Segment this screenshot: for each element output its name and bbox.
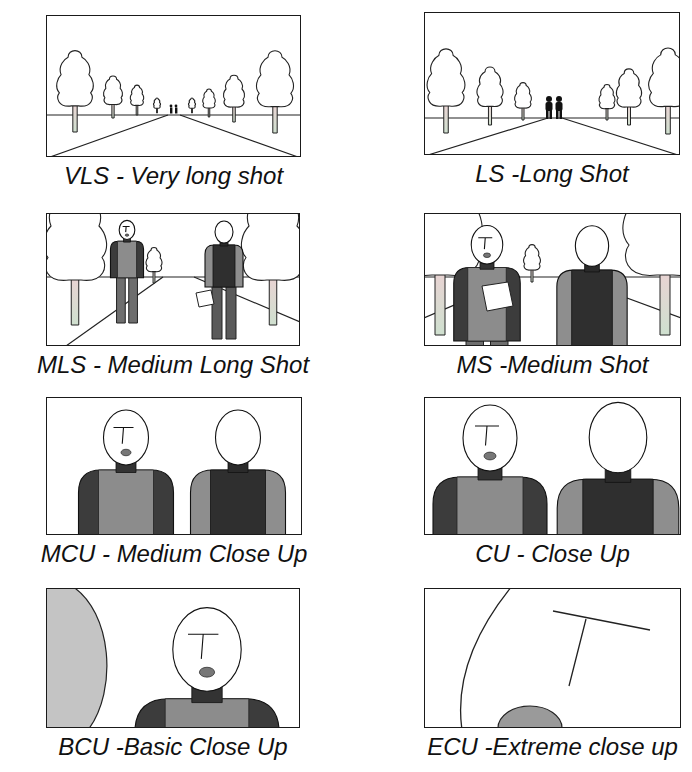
shot-caption: BCU -Basic Close Up [0, 733, 369, 761]
shot-frame: ECU -Extreme close up [424, 588, 681, 728]
shot-caption: MS -Medium Shot [355, 351, 692, 379]
shot-caption: VLS - Very long shot [0, 162, 370, 190]
shot-drawing-part [57, 51, 94, 132]
shot-caption: CU - Close Up [355, 540, 692, 568]
shot-drawing-part [623, 213, 681, 335]
shot-drawing-part [110, 220, 143, 323]
shot-frame: MLS - Medium Long Shot [46, 213, 300, 346]
medium-shot-scene [424, 213, 681, 346]
shot-drawing-part [546, 110, 549, 119]
shot-drawing-part [104, 76, 123, 118]
shot-drawing-part [498, 706, 562, 728]
shot-drawing-part [616, 69, 641, 125]
shot-drawing-part [189, 98, 196, 113]
shot-drawing-part [241, 213, 300, 325]
shot-drawing-part [46, 114, 301, 115]
shot-drawing-part [550, 110, 553, 119]
shot-drawing-part [546, 96, 552, 102]
shot-drawing-part [175, 105, 178, 108]
shot-drawing-part [196, 290, 214, 307]
shot-drawing-part [170, 108, 172, 114]
shot-drawing-part [130, 85, 143, 115]
very-long-shot-scene [46, 51, 301, 157]
shot-caption: LS -Long Shot [355, 160, 692, 188]
shot-drawing-part [454, 226, 521, 347]
shot-drawing-part [256, 51, 293, 133]
shot-drawing-part [203, 89, 216, 117]
shot-drawing-part [546, 96, 563, 119]
shot-drawing-part [649, 48, 680, 134]
shot-drawing-part [556, 96, 562, 102]
shot-caption: MLS - Medium Long Shot [0, 351, 369, 379]
shot-drawing-part [461, 588, 512, 728]
shot-drawing-part [175, 108, 177, 114]
shot-frame: LS -Long Shot [424, 12, 680, 155]
shot-frame: VLS - Very long shot [46, 15, 301, 157]
shot-frame: MS -Medium Shot [424, 213, 681, 346]
shot-drawing-part [599, 84, 615, 120]
shot-drawing-part [482, 282, 513, 311]
close-up-scene [433, 402, 679, 535]
shot-drawing-part [146, 247, 162, 283]
shot-frame: BCU -Basic Close Up [46, 588, 300, 728]
shot-frame: MCU - Medium Close Up [46, 397, 302, 535]
shot-caption: MCU - Medium Close Up [0, 540, 371, 568]
medium-long-shot-scene [46, 213, 300, 346]
shot-caption: ECU -Extreme close up [355, 733, 692, 761]
shot-drawing-part [556, 102, 563, 111]
medium-close-up-scene [79, 410, 286, 535]
extreme-close-up-scene [461, 588, 650, 728]
shot-drawing-part [562, 118, 678, 155]
shot-drawing-part [546, 102, 553, 111]
shot-drawing-part [154, 98, 161, 113]
shot-drawing-part [557, 402, 679, 535]
basic-close-up-scene [46, 588, 279, 728]
shot-drawing-part [524, 245, 541, 282]
shot-drawing-part [427, 49, 465, 133]
shot-drawing-part [560, 110, 563, 119]
shot-drawing-part [205, 221, 243, 339]
long-shot-scene [424, 48, 680, 155]
shot-drawing-part [46, 588, 107, 728]
shot-drawing-part [515, 83, 532, 120]
shot-drawing-part [433, 405, 547, 535]
shot-drawing-part [557, 226, 627, 346]
shot-drawing-part [170, 105, 178, 114]
shot-drawing-part [135, 608, 279, 728]
shot-drawing-part [79, 410, 174, 535]
shot-drawing-part [191, 410, 286, 535]
shot-drawing-part [46, 213, 107, 325]
shot-drawing-part [556, 110, 559, 119]
shot-drawing-part [50, 115, 168, 157]
shot-drawing-part [180, 115, 298, 157]
shot-drawing-part [170, 105, 173, 108]
shot-drawing-part [553, 611, 650, 686]
shot-drawing-part [66, 277, 163, 346]
shot-drawing-part [223, 75, 244, 122]
shot-drawing-part [477, 67, 503, 125]
shot-frame: CU - Close Up [424, 397, 681, 535]
